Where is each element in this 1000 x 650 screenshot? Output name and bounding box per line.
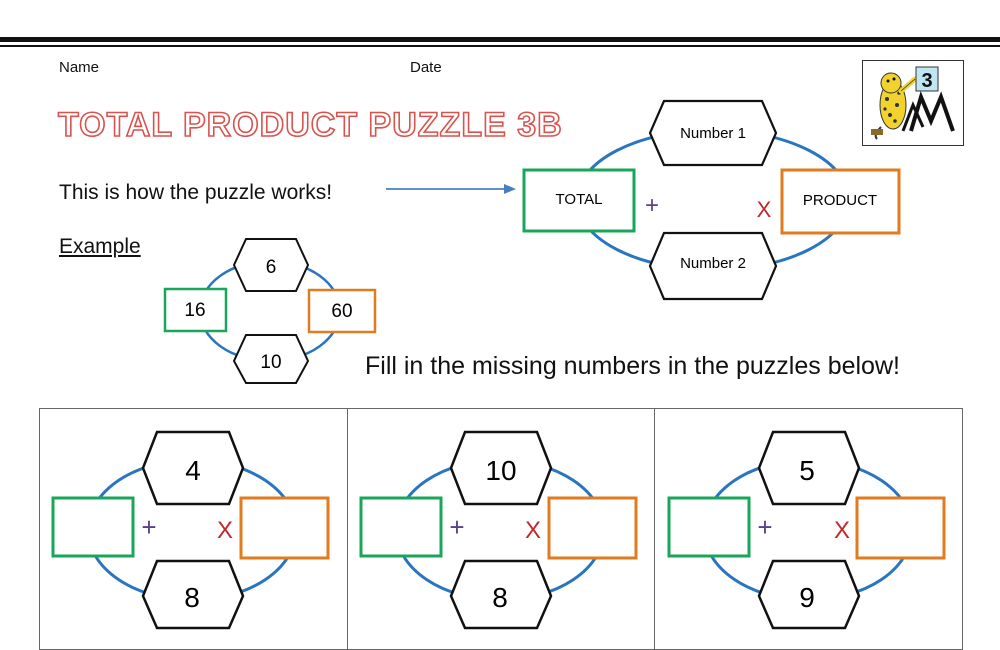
puzzle-bottom-hexagon [141,559,245,630]
page-title: TOTAL PRODUCT PUZZLE 3B [57,105,563,145]
example-total-box [163,287,228,333]
diagram-top-hexagon [648,99,778,167]
logo-box: 3 [862,60,964,146]
example-top-value: 6 [266,257,277,278]
example-label: Example [59,235,141,258]
leopard-math-logo-icon: 3 [871,66,955,140]
example-bottom-value: 10 [260,352,281,373]
puzzle-product-box[interactable] [239,496,330,560]
puzzle-bottom-value: 8 [492,582,508,613]
diagram-bottom-hexagon [648,231,778,301]
times-sign: X [834,517,850,544]
grid-divider [654,409,655,649]
example-product-value: 60 [331,301,352,322]
puzzle-top-value: 4 [185,455,201,486]
puzzle-bottom-hexagon [449,559,553,630]
times-sign: X [217,517,233,544]
puzzle-top-value: 10 [485,455,516,486]
example-top-hexagon [232,238,310,292]
puzzle-1: 4 8 + X [51,430,330,630]
puzzle-bottom-value: 9 [799,582,815,613]
diagram-total-box [522,168,636,233]
header-rule-thick [0,37,1000,42]
times-sign: X [525,517,541,544]
name-label: Name [59,59,100,76]
plus-sign: + [141,512,156,542]
diagram-top-label: Number 1 [680,125,746,142]
times-sign: X [757,197,772,222]
diagram-product-box [780,168,901,235]
puzzle-bottom-value: 8 [184,582,200,613]
diagram-product-label: PRODUCT [803,192,877,209]
diagram-total-label: TOTAL [556,191,603,208]
instruction-text: Fill in the missing numbers in the puzzl… [365,352,900,380]
date-label: Date [410,59,442,76]
puzzle-product-box[interactable] [855,496,946,560]
puzzle-top-hexagon [141,430,245,506]
plus-sign: + [449,512,464,542]
example-total-value: 16 [184,300,205,321]
puzzle-top-hexagon [757,430,861,506]
example-diagram: 6 10 16 60 [163,238,377,384]
puzzle-top-hexagon [449,430,553,506]
puzzle-top-value: 5 [799,455,815,486]
explanation-diagram: Number 1 Number 2 TOTAL PRODUCT + X [522,99,901,301]
diagram-bottom-label: Number 2 [680,255,746,272]
grid-divider [347,409,348,649]
puzzle-3: 5 9 + X [667,430,946,630]
pointer-arrow [386,184,516,194]
example-product-box [307,288,377,334]
puzzle-total-box[interactable] [51,496,135,558]
plus-sign: + [645,192,659,219]
puzzle-total-box[interactable] [359,496,443,558]
puzzle-total-box[interactable] [667,496,751,558]
header-rule-thin [0,45,1000,47]
puzzle-product-box[interactable] [547,496,638,560]
logo-grade-number: 3 [921,70,932,92]
example-bottom-hexagon [232,334,310,384]
puzzle-bottom-hexagon [757,559,861,630]
plus-sign: + [757,512,772,542]
puzzle-2: 10 8 + X [359,430,638,630]
intro-text: This is how the puzzle works! [59,181,333,204]
